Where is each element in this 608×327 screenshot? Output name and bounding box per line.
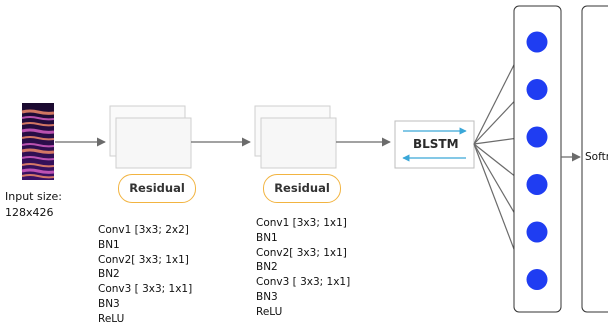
spectrogram-band <box>21 122 55 127</box>
layer-item: ReLU <box>98 312 125 325</box>
output-layer-box <box>513 5 562 313</box>
layer-item: BN3 <box>256 290 278 303</box>
spectrogram-image <box>21 103 55 180</box>
residual-1-layer-list: Conv1 [3x3; 2x2] BN1 Conv2[ 3x3; 1x1] BN… <box>98 223 192 327</box>
spectrogram-band <box>21 143 55 148</box>
spectrogram-band <box>21 168 55 174</box>
residual-2-layer-list: Conv1 [3x3; 1x1] BN1 Conv2[ 3x3; 1x1] BN… <box>256 216 350 320</box>
layer-item: Conv3 [ 3x3; 1x1] <box>98 283 193 296</box>
spectrogram-band <box>21 148 55 154</box>
layer-item: Conv2[ 3x3; 1x1] <box>256 246 347 259</box>
output-nodes <box>526 31 548 290</box>
output-node <box>526 269 548 290</box>
input-size-label: Input size: <box>5 190 63 203</box>
spectrogram-band <box>21 174 55 179</box>
softmax-label: Softm <box>585 151 608 163</box>
spectrogram-band <box>21 109 55 115</box>
output-node <box>526 174 548 195</box>
layer-item: Conv1 [3x3; 1x1] <box>256 217 347 229</box>
residual-block-1-boxes <box>109 105 192 169</box>
layer-item: Conv2[ 3x3; 1x1] <box>98 253 189 266</box>
layer-item: ReLU <box>256 305 283 318</box>
layer-item: BN1 <box>256 231 278 244</box>
residual-block-2-boxes <box>254 105 337 169</box>
blstm-label: BLSTM <box>413 137 459 151</box>
layer-item: BN2 <box>98 268 120 281</box>
input-size-value: 128x426 <box>5 206 54 219</box>
layer-item: BN1 <box>98 238 120 251</box>
softmax-box <box>581 5 608 313</box>
residual-label-2: Residual <box>263 174 341 203</box>
residual-label-1: Residual <box>118 174 196 203</box>
layer-item: Conv1 [3x3; 2x2] <box>98 224 189 236</box>
output-node <box>526 79 548 100</box>
spectrogram-band <box>21 156 55 161</box>
output-node <box>526 221 548 243</box>
layer-item: BN3 <box>98 297 120 310</box>
output-node <box>526 31 548 53</box>
layer-item: Conv3 [ 3x3; 1x1] <box>256 276 351 289</box>
output-node <box>526 126 548 148</box>
spectrogram-band <box>21 128 55 134</box>
spectrogram-band <box>21 116 55 121</box>
spectrogram-band <box>21 163 55 168</box>
layer-item: BN2 <box>256 261 278 274</box>
spectrogram-band <box>21 136 55 141</box>
